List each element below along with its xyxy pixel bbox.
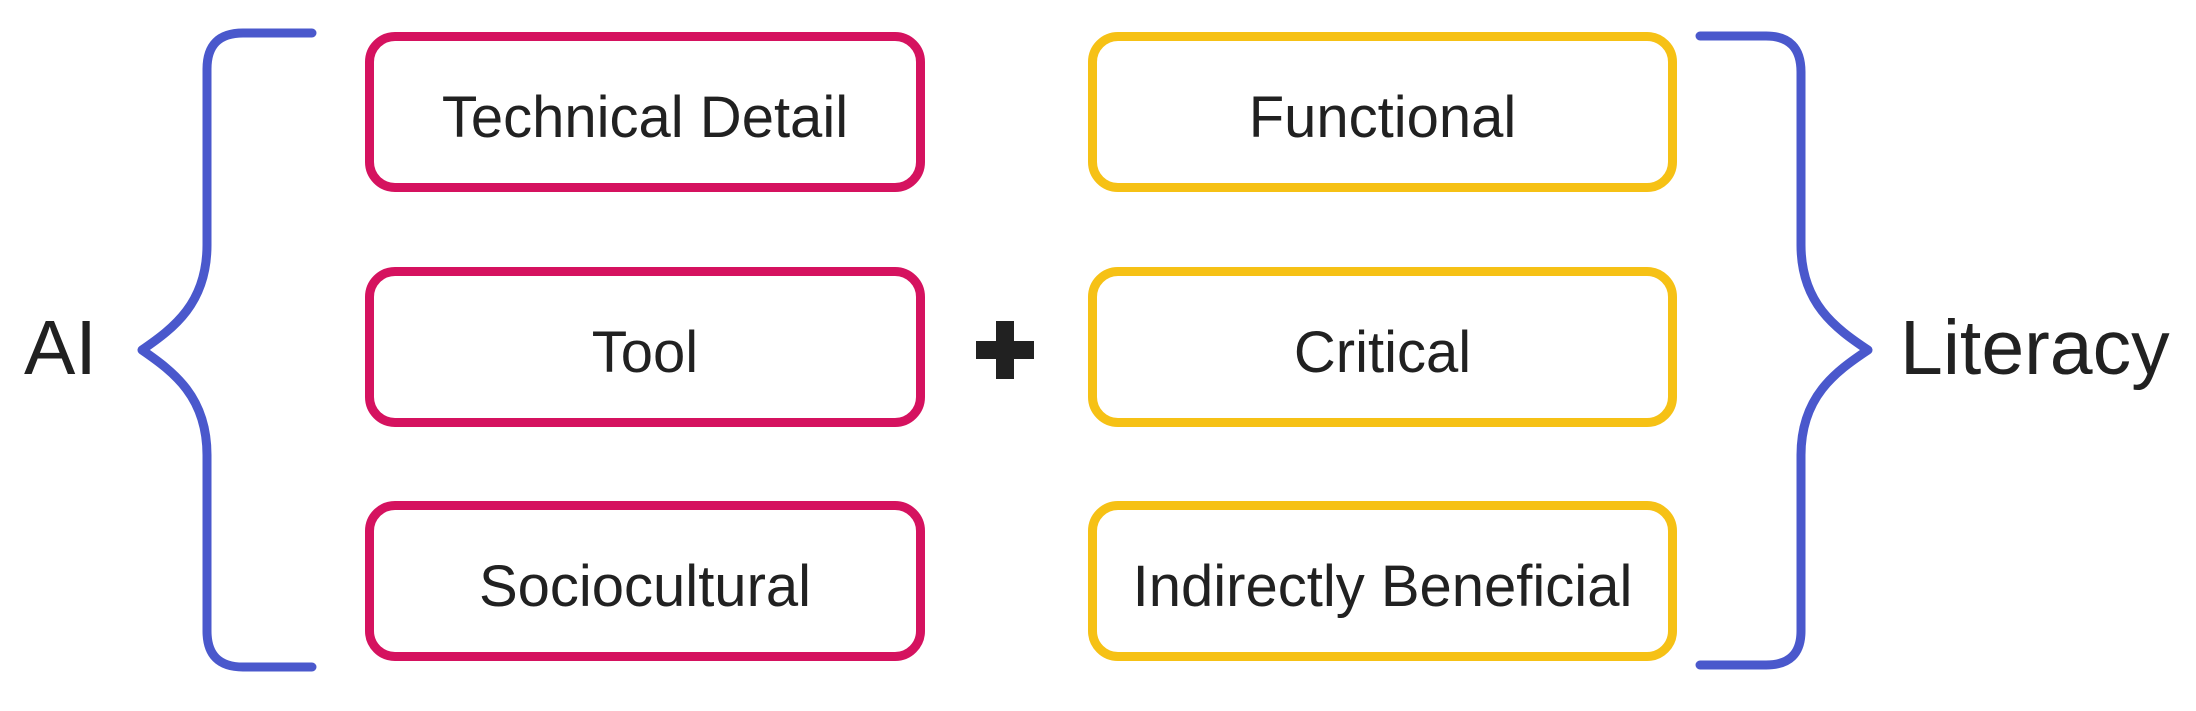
box-sociocultural: Sociocultural: [365, 501, 925, 661]
right-term-label: Literacy: [1900, 305, 2170, 391]
box-critical: Critical: [1088, 267, 1677, 427]
box-functional-label: Functional: [1248, 85, 1517, 150]
left-term-label: AI: [24, 305, 97, 391]
box-tool-label: Tool: [591, 320, 699, 385]
box-functional: Functional: [1088, 32, 1677, 192]
box-indirectly-beneficial: Indirectly Beneficial: [1088, 501, 1677, 661]
right-brace-icon: [1695, 31, 1873, 670]
plus-icon: [976, 321, 1034, 379]
box-indirectly-beneficial-label: Indirectly Beneficial: [1132, 554, 1633, 619]
box-technical-detail-label: Technical Detail: [441, 85, 849, 150]
box-technical-detail: Technical Detail: [365, 32, 925, 192]
box-tool: Tool: [365, 267, 925, 427]
plus-vertical-bar: [996, 321, 1014, 379]
box-sociocultural-label: Sociocultural: [478, 554, 812, 619]
box-critical-label: Critical: [1293, 320, 1472, 385]
left-brace-icon: [137, 28, 317, 672]
